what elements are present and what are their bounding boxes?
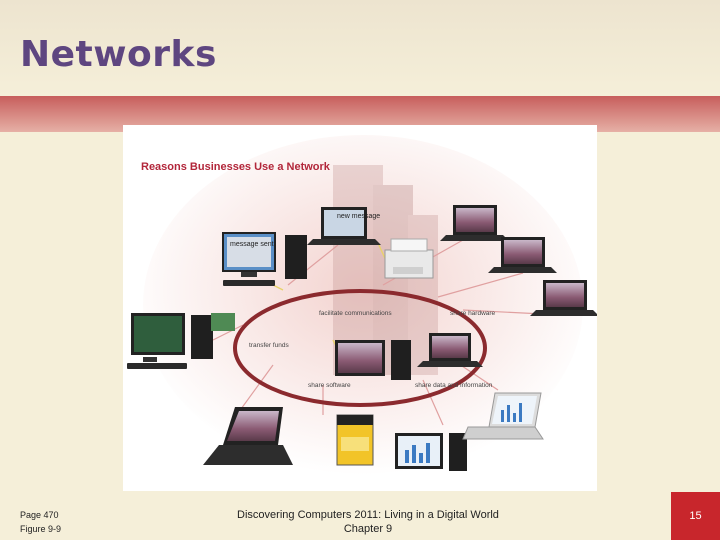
chapter-label: Chapter 9: [343, 523, 393, 535]
label-share-hardware: share hardware: [450, 310, 496, 317]
laptop-right-bottom: [530, 280, 597, 316]
printer-icon: [384, 238, 434, 279]
label-share-software: share software: [308, 382, 351, 389]
money-icon: [211, 313, 235, 331]
label-transfer-funds: transfer funds: [249, 342, 289, 349]
figure-number: Figure 9-9: [20, 524, 62, 534]
laptop-new-message: new message: [307, 207, 381, 245]
figure-reference: Page 470 Figure 9-9: [20, 508, 61, 536]
network-ring: [233, 289, 487, 407]
slide-title: Networks: [20, 34, 217, 75]
course-footer: Discovering Computers 2011: Living in a …: [236, 508, 500, 536]
label-share-data: share data and information: [415, 382, 493, 389]
page-reference: Page 470: [20, 510, 59, 520]
course-title: Discovering Computers 2011: Living in a …: [237, 509, 499, 521]
desktop-message-sent: message sent: [222, 232, 307, 286]
laptop-right-middle: [488, 237, 557, 273]
figure-heading: Reasons Businesses Use a Network: [141, 161, 331, 173]
page-number: 15: [689, 510, 702, 522]
label-facilitate-text: facilitate communications: [319, 310, 392, 317]
laptop-right-top: [440, 205, 509, 241]
network-diagram: Reasons Businesses Use a Network facilit…: [127, 135, 597, 475]
laptop-bottom-left: [203, 407, 293, 465]
header-background: [0, 0, 720, 96]
desktop-chart: [395, 433, 467, 471]
software-box-icon: [336, 414, 374, 466]
new-message-label: new message: [337, 213, 380, 220]
page-number-badge: 15: [671, 492, 720, 540]
desktop-center: [335, 340, 411, 380]
desktop-transfer-funds: [127, 313, 235, 369]
label-facilitate: facilitate communications: [319, 310, 392, 317]
message-sent-label: message sent: [230, 241, 274, 248]
laptop-center: [417, 333, 483, 367]
network-figure: Reasons Businesses Use a Network facilit…: [123, 125, 597, 491]
laptop-bottom-right: [462, 392, 544, 440]
